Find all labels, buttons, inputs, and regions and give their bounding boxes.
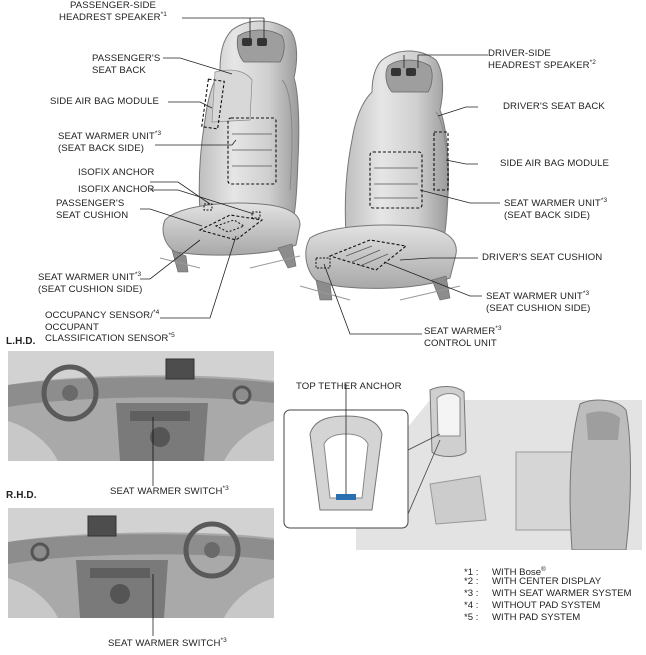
leader-switch-lhd: [152, 461, 154, 486]
label-passenger-seat-back: PASSENGER'S SEAT BACK: [92, 53, 161, 76]
top-tether-illustration: [283, 384, 642, 550]
label-lhd: L.H.D.: [6, 336, 36, 347]
label-occupancy-sensor: OCCUPANCY SENSOR/*4 OCCUPANT CLASSIFICAT…: [45, 309, 175, 345]
label-top-tether-anchor: TOP TETHER ANCHOR: [296, 381, 402, 392]
label-isofix-anchor-2: ISOFIX ANCHOR: [78, 184, 155, 195]
leader-lines: [140, 17, 500, 335]
label-seat-warmer-unit-cushion-left: SEAT WARMER UNIT*3 (SEAT CUSHION SIDE): [38, 271, 143, 295]
seats-illustration: [140, 17, 500, 335]
footnote-3: *3 :WITH SEAT WARMER SYSTEM: [464, 588, 632, 599]
label-seat-warmer-switch-lhd: SEAT WARMER SWITCH*3: [110, 485, 229, 497]
label-passenger-headrest-speaker: PASSENGER-SIDE HEADREST SPEAKER*1: [59, 0, 168, 23]
driver-seat: [299, 50, 461, 301]
lhd-dashboard-photo: [8, 351, 274, 461]
label-seat-warmer-switch-rhd: SEAT WARMER SWITCH*3: [108, 637, 227, 649]
label-seat-warmer-unit-back-left: SEAT WARMER UNIT*3 (SEAT BACK SIDE): [58, 130, 162, 154]
label-side-air-bag-module-left: SIDE AIR BAG MODULE: [50, 96, 160, 107]
label-passenger-seat-cushion: PASSENGER'S SEAT CUSHION: [56, 198, 129, 221]
label-side-air-bag-module-right: SIDE AIR BAG MODULE: [500, 158, 610, 169]
footnote-2: *2 :WITH CENTER DISPLAY: [464, 576, 602, 587]
leader-switch-rhd: [152, 618, 154, 636]
label-driver-seat-back: DRIVER'S SEAT BACK: [503, 101, 605, 112]
label-seat-warmer-unit-cushion-right: SEAT WARMER UNIT*3 (SEAT CUSHION SIDE): [486, 290, 591, 314]
footnote-4: *4 :WITHOUT PAD SYSTEM: [464, 600, 601, 611]
label-seat-warmer-unit-back-right: SEAT WARMER UNIT*3 (SEAT BACK SIDE): [504, 197, 608, 221]
footnote-1: *1 :WITH Bose®: [464, 566, 546, 579]
label-isofix-anchor-1: ISOFIX ANCHOR: [78, 167, 155, 178]
label-seat-warmer-control-unit: SEAT WARMER*3 CONTROL UNIT: [424, 325, 502, 349]
label-driver-headrest-speaker: DRIVER-SIDE HEADREST SPEAKER*2: [488, 48, 597, 71]
label-driver-seat-cushion: DRIVER'S SEAT CUSHION: [482, 252, 603, 263]
footnote-5: *5 :WITH PAD SYSTEM: [464, 612, 581, 623]
rhd-dashboard-photo: [8, 508, 274, 618]
label-rhd: R.H.D.: [6, 490, 37, 501]
